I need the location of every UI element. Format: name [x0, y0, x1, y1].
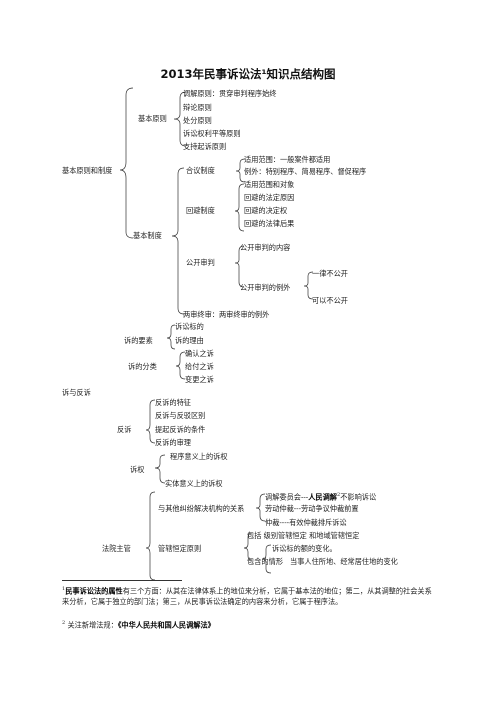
must-not-public: 一律不公开 [312, 269, 348, 278]
counter-item: 反诉的特征 [155, 398, 191, 407]
type-item: 确认之诉 [185, 349, 214, 358]
bracket-counter [145, 399, 156, 444]
procedural-right: 程序意义上的诉权 [170, 452, 228, 461]
system-label: 基本制度 [133, 231, 162, 240]
relation-label: 与其他纠纷解决机构的关系 [158, 504, 245, 513]
public-label: 公开审判 [186, 258, 215, 267]
recusal-item: 回避的法律后果 [244, 219, 295, 228]
bracket-jurisdiction-root [145, 491, 156, 581]
collegial-item: 例外：特别程序、简易程序、督促程序 [244, 167, 367, 176]
bracket-elements [166, 324, 176, 350]
mediation-item: 调解委员会---人民调解2不影响诉讼 [265, 492, 377, 502]
counter-item: 反诉的审理 [155, 438, 191, 447]
type-item: 给付之诉 [185, 362, 214, 371]
fixed-label: 管辖恒定原则 [158, 544, 202, 553]
type-item: 变更之诉 [185, 375, 214, 384]
labor-item: 劳动仲裁---劳动争议仲裁前置 [265, 504, 359, 513]
fixed-item: 包括 级别管辖恒定 和地域管辖恒定 [247, 531, 360, 540]
recusal-item: 回避的决定权 [244, 206, 288, 215]
page-title: 2013年民事诉讼法¹知识点结构图 [160, 67, 336, 81]
counter-item: 提起反诉的条件 [155, 425, 206, 434]
mediation-bold: 人民调解 [308, 492, 337, 502]
public-exception: 公开审判的例外 [240, 283, 291, 292]
bracket-types [175, 351, 186, 380]
types-label: 诉的分类 [128, 362, 157, 371]
footnote-2: 2 关注新增法规：《中华人民共和国人民调解法》 [62, 620, 215, 630]
bracket-relation [255, 493, 266, 522]
principle-item: 辩论原则 [183, 103, 212, 112]
may-not-public: 可以不公开 [312, 296, 348, 305]
basic-root-label: 基本原则和制度 [62, 166, 113, 175]
excluded-tail: 当事人住所地、经常居住地的变化 [290, 557, 398, 566]
substantive-right: 实体意义上的诉权 [165, 479, 223, 488]
counter-label: 反诉 [117, 425, 132, 434]
principle-item: 诉讼权利平等原则 [183, 129, 241, 138]
principle-item: 调解原则：贯穿审判程序始终 [183, 89, 277, 98]
footnote-rule [62, 580, 182, 581]
recusal-label: 回避制度 [186, 206, 215, 215]
suit-root-label: 诉与反诉 [62, 388, 91, 397]
elements-label: 诉的要素 [124, 336, 153, 345]
collegial-label: 合议制度 [186, 166, 215, 175]
jurisdiction-root-label: 法院主管 [102, 544, 131, 553]
bracket-basic-root [119, 87, 134, 239]
collegial-item: 适用范围：一般案件都适用 [244, 155, 331, 164]
fixed-item: 诉讼标的额的变化。 [272, 544, 337, 553]
right-label: 诉权 [130, 465, 145, 474]
counter-item: 反诉与反驳区别 [155, 411, 206, 420]
bracket-recusal [234, 183, 245, 232]
public-content: 公开审判的内容 [240, 243, 291, 252]
principles-label: 基本原则 [138, 114, 167, 123]
bracket-public [234, 245, 245, 288]
principle-item: 支持起诉原则 [183, 142, 227, 151]
recusal-item: 适用范围和对象 [244, 180, 295, 189]
recusal-item: 回避的法定原因 [244, 193, 295, 202]
two-instance: 两审终审：两审终审的例外 [183, 310, 270, 319]
arbitration-item: 仲裁----有效仲裁排斥诉讼 [265, 518, 347, 527]
element-item: 诉讼标的 [175, 322, 204, 331]
bracket-right [154, 454, 166, 484]
principle-item: 处分原则 [183, 116, 212, 125]
excluded-label: 包含的情形 [247, 557, 283, 566]
element-item: 诉的理由 [175, 336, 204, 345]
footnote-1: 1民事诉讼法的属性有三个方面：从其在法律体系上的地位来分析，它属于基本法的地位；… [62, 586, 432, 607]
bracket-system [171, 167, 185, 315]
